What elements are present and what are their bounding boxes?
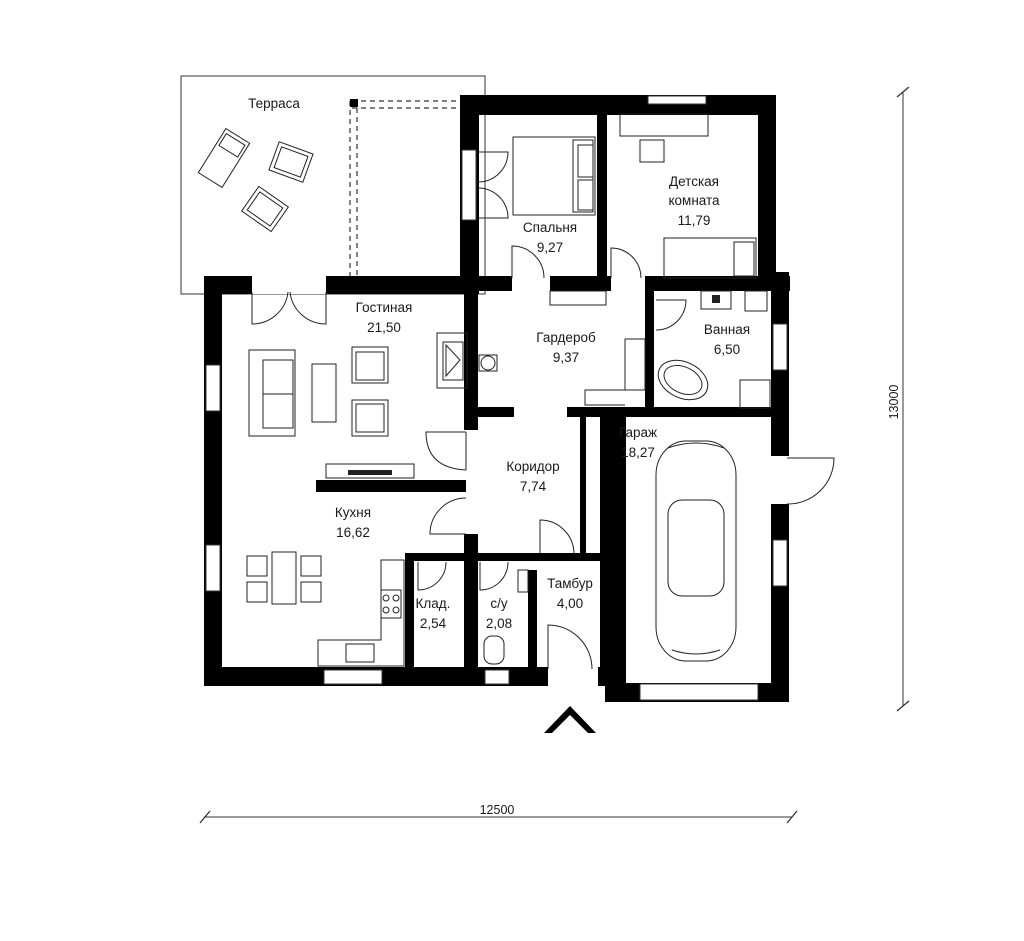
vestibule-label: Тамбур xyxy=(547,576,593,591)
garage-area: 18,27 xyxy=(621,445,655,460)
width-dimension-label: 12500 xyxy=(480,803,515,817)
kitchen-counter xyxy=(317,559,405,667)
windows xyxy=(205,95,788,701)
bedroom-label: Спальня xyxy=(523,220,577,235)
garage-label: Гараж xyxy=(619,425,657,440)
bathtub xyxy=(657,290,771,409)
terrace-armchair xyxy=(268,141,314,183)
fireplace xyxy=(436,332,498,389)
bathroom-label: Ванная xyxy=(704,322,750,337)
corridor-area: 7,74 xyxy=(520,479,547,494)
kids-room-area: 11,79 xyxy=(678,213,711,228)
tv-unit xyxy=(325,463,415,479)
sofa xyxy=(248,349,337,437)
dining-table xyxy=(246,551,322,605)
bed xyxy=(512,136,596,216)
chevron-up-icon xyxy=(544,706,596,733)
car xyxy=(655,440,737,662)
vestibule-area: 4,00 xyxy=(557,596,583,611)
bedroom-area: 9,27 xyxy=(537,240,563,255)
storage-label: Клад. xyxy=(416,596,451,611)
armchairs xyxy=(351,346,389,437)
doors xyxy=(251,151,835,686)
dimension-width xyxy=(199,810,798,824)
kids-room-label-1: Детская xyxy=(669,174,719,189)
kids-furniture xyxy=(619,113,757,279)
corridor-label: Коридор xyxy=(506,459,559,474)
wardrobe-label: Гардероб xyxy=(536,330,596,345)
terrace-area xyxy=(180,75,486,295)
terrace-armchair xyxy=(240,185,290,233)
dimension-height xyxy=(896,86,910,712)
wardrobe-area: 9,37 xyxy=(553,350,579,365)
wardrobe-shelves xyxy=(549,290,646,406)
wc-area: 2,08 xyxy=(486,616,512,631)
bathroom-area: 6,50 xyxy=(714,342,740,357)
toilet xyxy=(483,569,529,665)
terrace-label: Терраса xyxy=(248,96,300,111)
wc-label: с/у xyxy=(490,596,508,611)
living-room-label: Гостиная xyxy=(356,300,413,315)
kids-room-label-2: комната xyxy=(668,193,720,208)
storage-area: 2,54 xyxy=(420,616,447,631)
height-dimension-label: 13000 xyxy=(887,385,901,420)
living-room-area: 21,50 xyxy=(367,320,401,335)
kitchen-label: Кухня xyxy=(335,505,371,520)
terrace-lounger xyxy=(197,127,251,189)
kitchen-area: 16,62 xyxy=(336,525,370,540)
